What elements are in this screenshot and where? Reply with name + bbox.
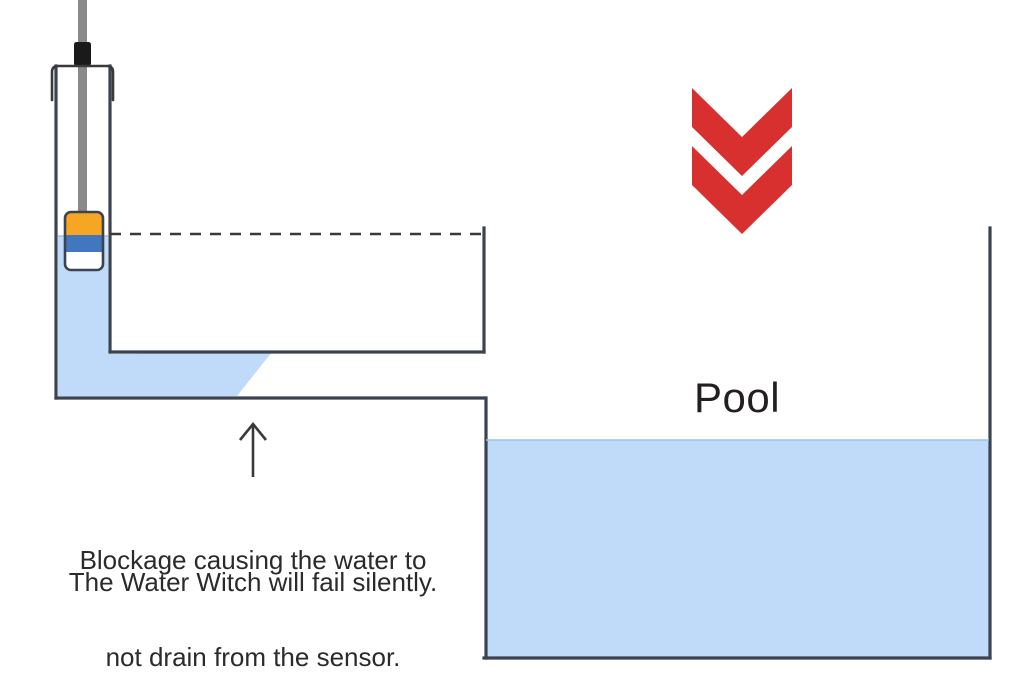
sensor-assembly <box>50 0 115 272</box>
pipe-outline-group <box>54 64 486 400</box>
chevron-down-2 <box>692 146 792 234</box>
pool-label: Pool <box>693 374 781 421</box>
water-group <box>58 236 989 657</box>
sensor-cap-icon <box>74 42 91 66</box>
sensor-bands-group <box>65 212 103 270</box>
pipe-mounting-bracket-icon <box>50 64 115 102</box>
blockage-caption-line-2: not drain from the sensor. <box>105 642 401 673</box>
sensor-blue-band <box>65 235 103 252</box>
chevron-down-1 <box>692 88 792 176</box>
up-arrow-icon <box>238 421 268 477</box>
sensor-cable-icon <box>78 0 87 218</box>
double-chevron-down-icon <box>692 88 792 234</box>
pool-water-fill <box>486 440 989 657</box>
sensor-pipe-water-fill <box>58 236 272 396</box>
sensor-white-band <box>65 252 103 270</box>
blockage-caption: Blockage causing the water to not drain … <box>18 480 488 686</box>
sensor-orange-band <box>65 212 103 235</box>
blockage-caption-line-1: Blockage causing the water to <box>79 545 427 576</box>
up-arrow-head <box>238 421 268 441</box>
failure-note: The Water Witch will fail silently. <box>68 567 438 597</box>
pool-outline-group <box>482 226 992 660</box>
sensor-body-outline <box>63 210 105 272</box>
